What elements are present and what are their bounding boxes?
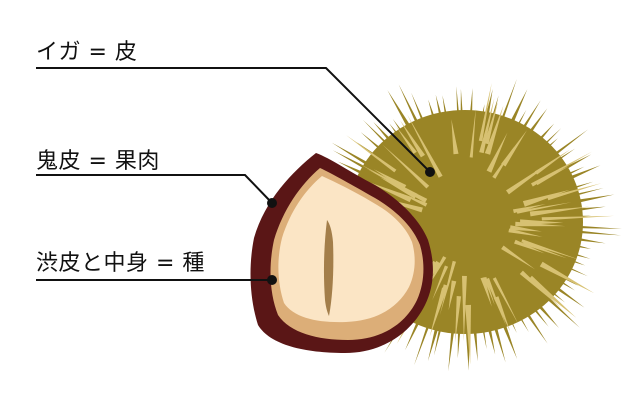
burr-spine-highlight [448,280,457,311]
burr-spine-highlight [515,221,566,227]
burr-spine-highlight [396,126,417,154]
burr-spine-highlight [513,204,546,214]
burr-spine-highlight [484,105,504,155]
burr-spine-highlight [432,265,449,301]
burr-spine-highlight [478,83,492,142]
leader-dot-seed [267,275,277,285]
burr-spine-highlight [539,261,595,294]
burr-spine-highlight [519,270,561,308]
burr-spine-highlight [479,98,495,154]
burr-spine-highlight [382,144,430,189]
burr-spine-highlight [465,304,471,365]
burr-spine-highlight [462,275,467,342]
nut-center-line [323,220,334,316]
burr-spine-highlight [516,202,572,214]
burr-spine-highlight [529,206,590,217]
burr-spine-highlight [528,275,577,318]
burr-spine-highlight [501,130,527,167]
burr-spine-highlight [535,165,570,186]
burr-spine-highlight [514,239,545,254]
burr-spine-highlight [366,181,412,203]
burr-spine-highlight [493,296,511,332]
nut-flesh [278,176,415,323]
burr-spine-highlight [541,215,615,221]
burr-spine-highlight [501,245,536,270]
burr-spine-highlight [439,260,456,316]
leader-dot-shell [267,198,277,208]
burr-spine-highlight [508,228,543,237]
burr-spine-highlight [469,108,476,158]
leader-lines [36,67,435,285]
burr-spine-highlight [346,135,397,173]
burr-spine-highlight [407,114,443,178]
burr-spine-highlight [451,119,459,155]
burr-spine-highlight [400,120,425,158]
leader-line-husk [36,67,431,173]
label-outer-shell: 鬼皮 = 果肉 [36,149,160,174]
label-husk: イガ = 皮 [36,40,138,65]
burr-spine-highlight [509,225,542,232]
label-seed: 渋皮と中身 = 種 [36,251,205,276]
burr-spine-highlight [522,189,570,207]
burr-spine-highlight [429,287,448,337]
burr-spine-highlight [480,277,492,307]
burr-spine-highlight [455,296,462,343]
burr-spine-highlight [547,183,602,201]
chestnut-nut [250,153,433,353]
burr-spine-highlight [486,132,508,173]
leader-line-shell [36,174,273,204]
leader-dot-husk [425,167,435,177]
burr-spine-highlight [366,168,428,203]
burr-spine-highlight [373,169,407,190]
burr-spine-highlight [379,177,418,199]
burr-spine-highlight [483,276,495,306]
burr-spine-highlight [521,239,581,260]
burr-spine-highlight [484,101,498,145]
burr-spine-highlight [492,277,519,325]
burr-spine-highlight [534,149,570,175]
